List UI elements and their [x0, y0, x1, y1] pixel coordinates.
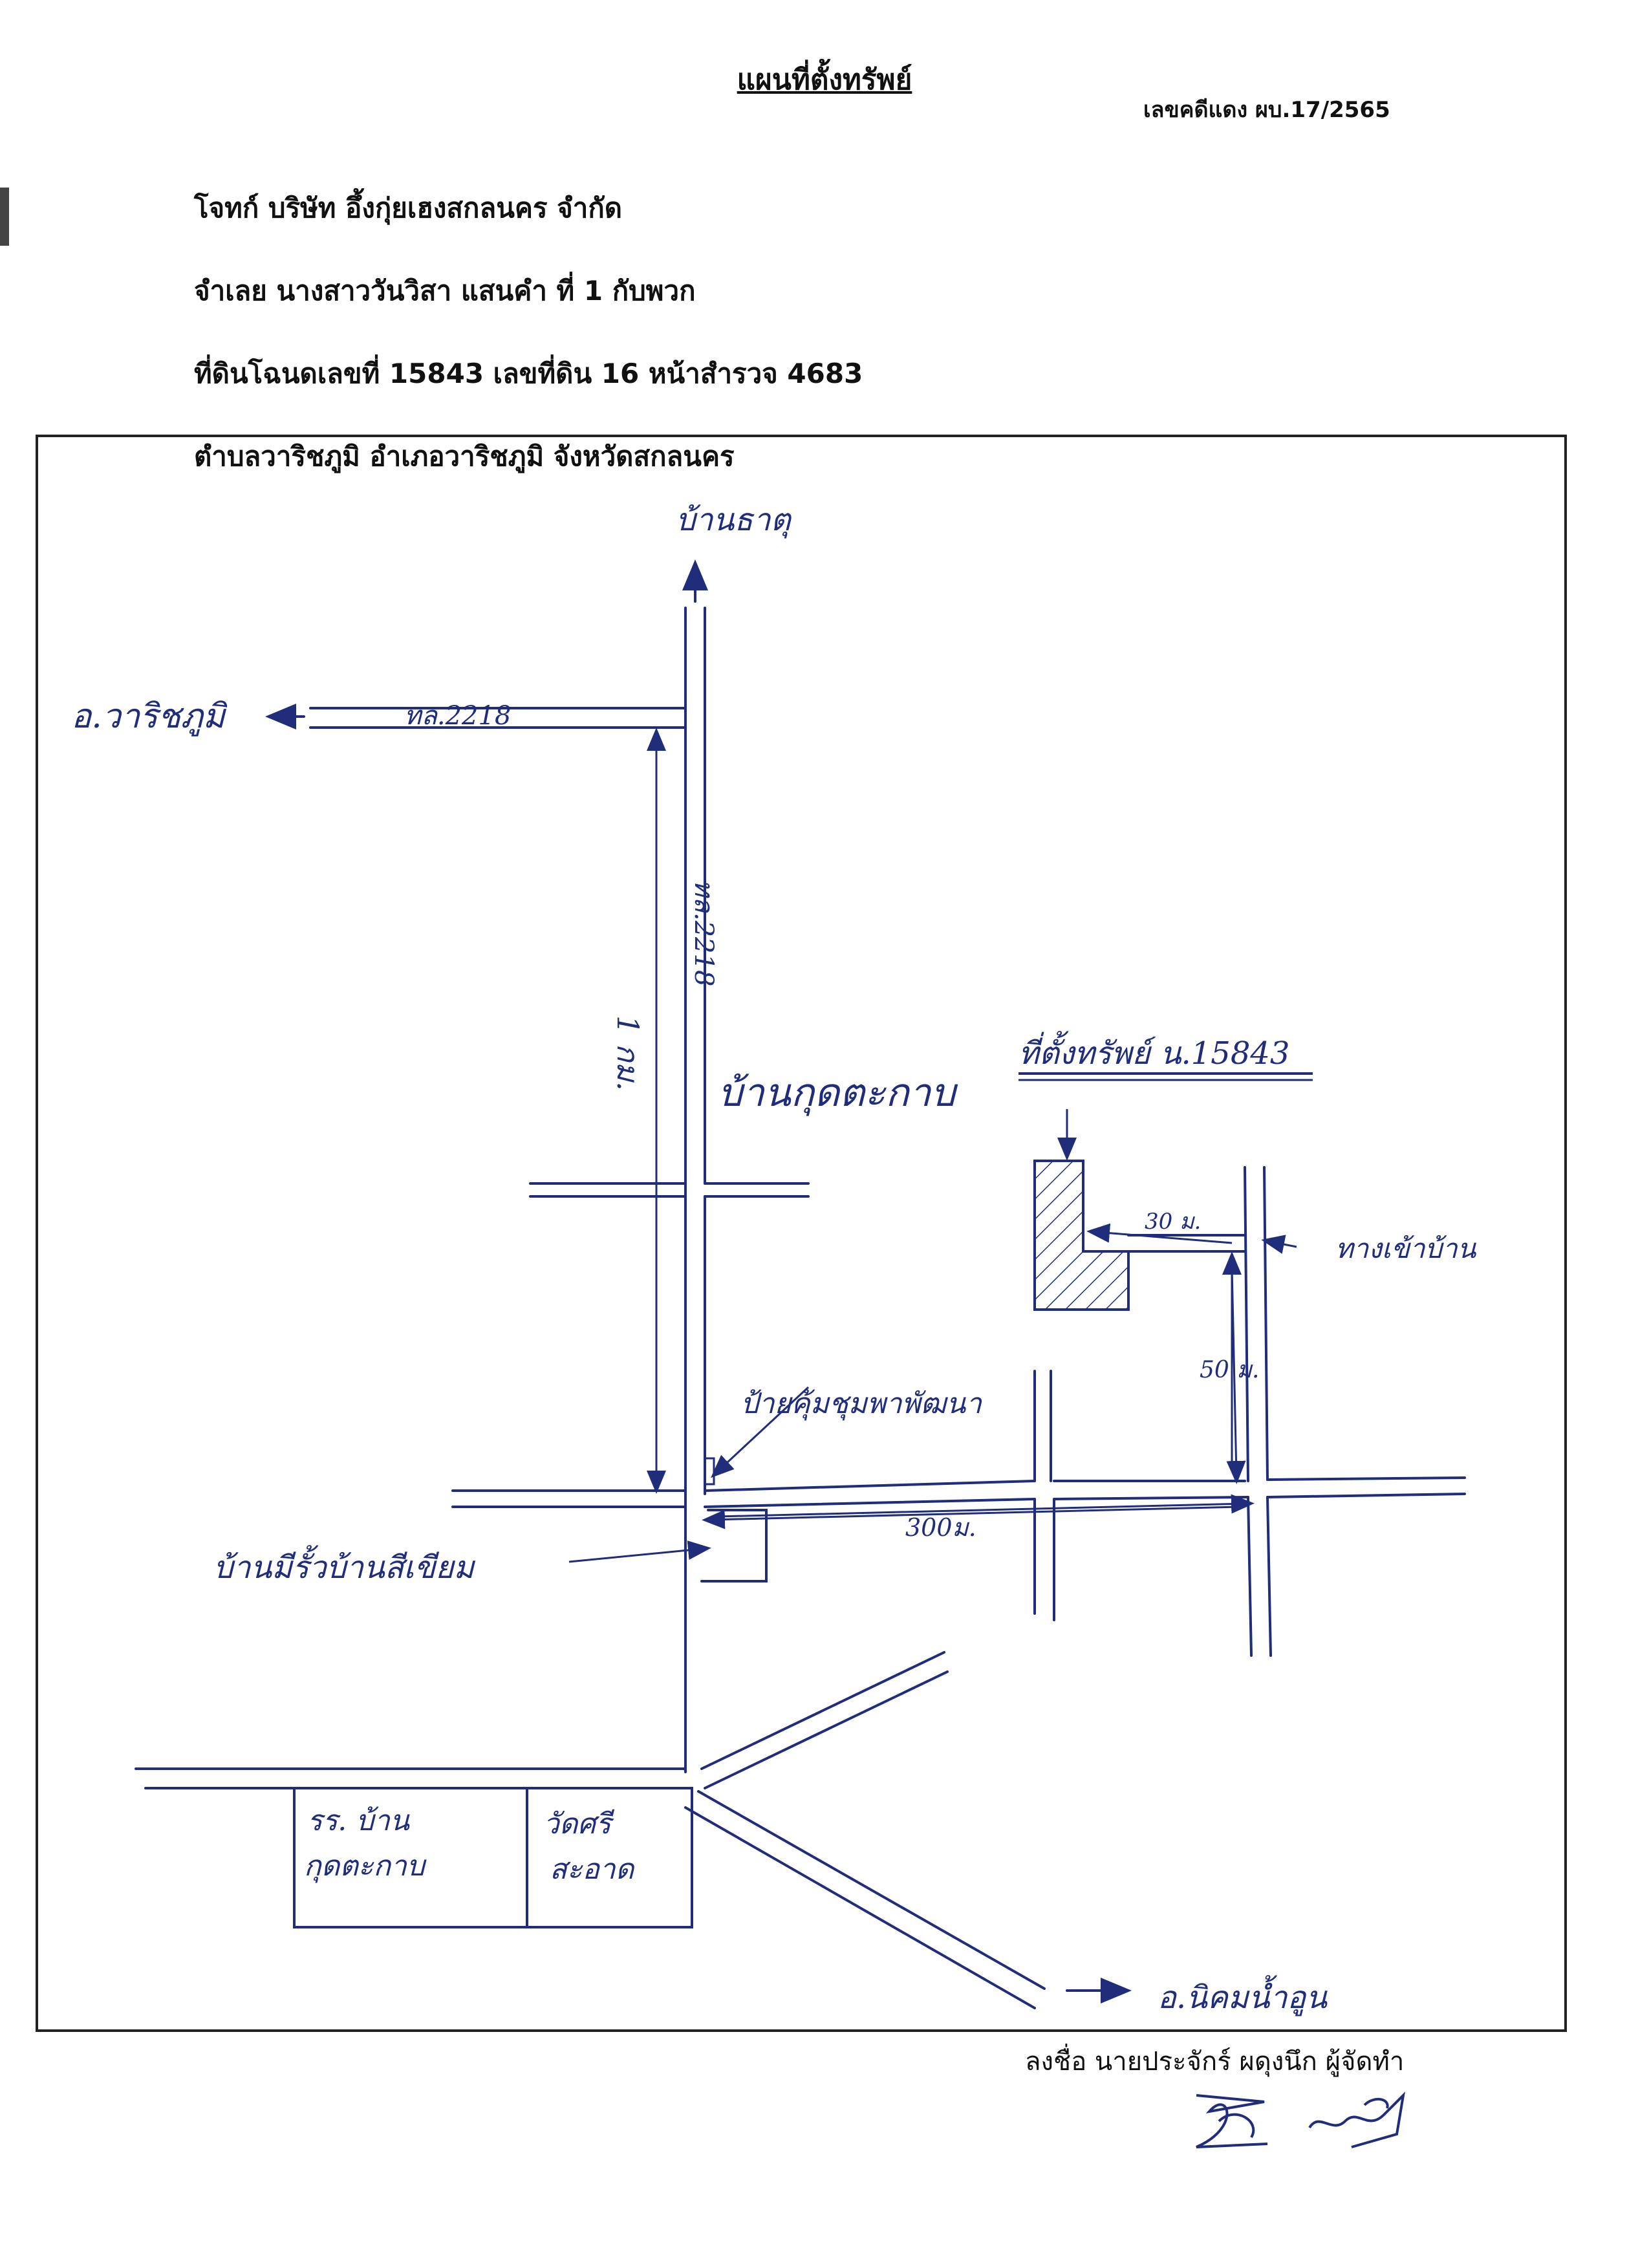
deed-line: ที่ดินโฉนดเลขที่ 15843 เลขที่ดิน 16 หน้า… [194, 358, 863, 389]
temple-box [526, 1787, 693, 1928]
label-distance-30: 30 ม. [1145, 1209, 1201, 1235]
page-title: แผนที่ตั้งทรัพย์ [737, 63, 912, 96]
dimension-lines [568, 728, 1297, 1563]
label-school-line2: กุดตะกาบ [304, 1850, 427, 1883]
location-line: ตำบลวาริชภูมิ อำเภอวาริชภูมิ จังหวัดสกลน… [194, 440, 735, 472]
label-distance-50: 50 ม. [1200, 1357, 1259, 1383]
label-school-line1: รร. บ้าน [307, 1804, 411, 1837]
header-info: โจทก์ บริษัท อึ้งกุ่ยเฮงสกลนคร จำกัด จำเ… [194, 188, 863, 519]
main-road [682, 559, 708, 1773]
landmark-house-box [700, 1509, 768, 1582]
label-road-top: ทล.2218 [404, 701, 511, 731]
label-property: ที่ตั้งทรัพย์ น.15843 [1018, 1031, 1289, 1072]
label-southeast-district: อ.นิคมน้ำอูน [1158, 1975, 1328, 2016]
scan-edge-mark [0, 188, 9, 246]
property-parcel [1033, 1160, 1130, 1311]
label-distance-vertical: 1 กม. [610, 1015, 645, 1091]
signer-line: ลงชื่อ นายประจักร์ ผดุงนึก ผู้จัดทำ [1025, 2047, 1405, 2077]
defendant-line: จำเลย นางสาววันวิสา แสนคำ ที่ 1 กับพวก [194, 275, 696, 307]
map-frame [36, 435, 1567, 2032]
plaintiff-line: โจทก์ บริษัท อึ้งกุ่ยเฮงสกลนคร จำกัด [194, 192, 623, 224]
road-to-warichaphum [265, 704, 687, 729]
label-west-district: อ.วาริชภูมิ [71, 697, 228, 737]
case-number: เลขคดีแดง ผบ.17/2565 [1143, 97, 1390, 123]
label-village-center: บ้านกุดตะกาบ [718, 1070, 958, 1116]
label-temple-line1: วัดศรี [543, 1808, 615, 1841]
label-temple-line2: สะอาด [550, 1853, 636, 1886]
diagonal-roads [684, 1651, 1132, 2009]
label-entrance: ทางเข้าบ้าน [1335, 1233, 1477, 1264]
village-cross-road [529, 1182, 810, 1198]
east-west-road [451, 1476, 1466, 1508]
side-roads [1033, 1166, 1272, 1657]
sign-marker [704, 1457, 715, 1485]
label-landmark-house: บ้านมีรั้วบ้านสีเขียม [213, 1545, 475, 1586]
label-north-village: บ้านธาตุ [676, 502, 792, 539]
label-sign: ป้ายคุ้มชุมพาพัฒนา [740, 1387, 982, 1421]
road-to-school [135, 1767, 687, 1789]
label-road-vertical: ทล.2218 [689, 880, 718, 986]
signature-image [1196, 2091, 1405, 2148]
label-distance-300: 300ม. [905, 1513, 976, 1542]
